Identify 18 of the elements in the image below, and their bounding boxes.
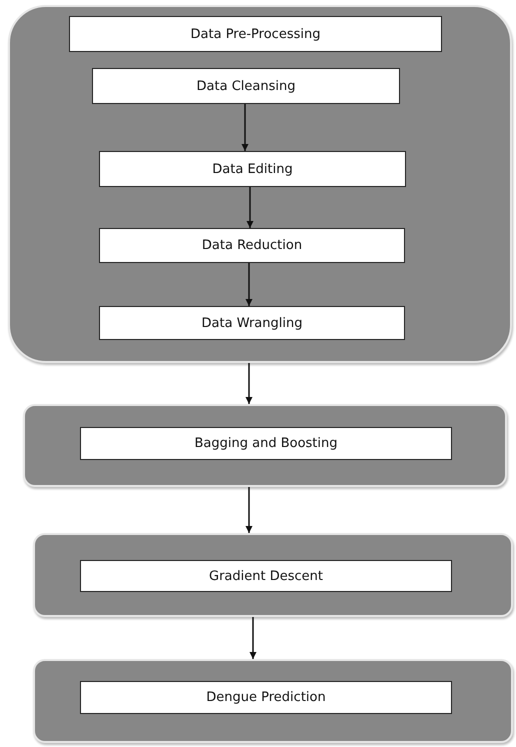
process-box: Data Editing <box>99 151 406 187</box>
process-box: Data Cleansing <box>92 68 400 104</box>
process-box: Bagging and Boosting <box>80 427 452 460</box>
process-box: Data Pre-Processing <box>69 16 442 52</box>
arrow <box>246 263 252 306</box>
process-box: Gradient Descent <box>80 560 452 592</box>
process-box: Data Wrangling <box>99 306 405 340</box>
arrow <box>250 617 256 659</box>
group-panel <box>33 659 513 743</box>
arrow <box>246 187 254 228</box>
arrow <box>246 363 252 404</box>
process-box: Dengue Prediction <box>80 681 452 714</box>
process-box: Data Reduction <box>99 228 405 263</box>
group-panel <box>23 404 507 487</box>
arrow <box>246 487 252 533</box>
group-panel <box>8 5 512 363</box>
group-panel <box>33 533 513 617</box>
arrow <box>242 104 248 151</box>
